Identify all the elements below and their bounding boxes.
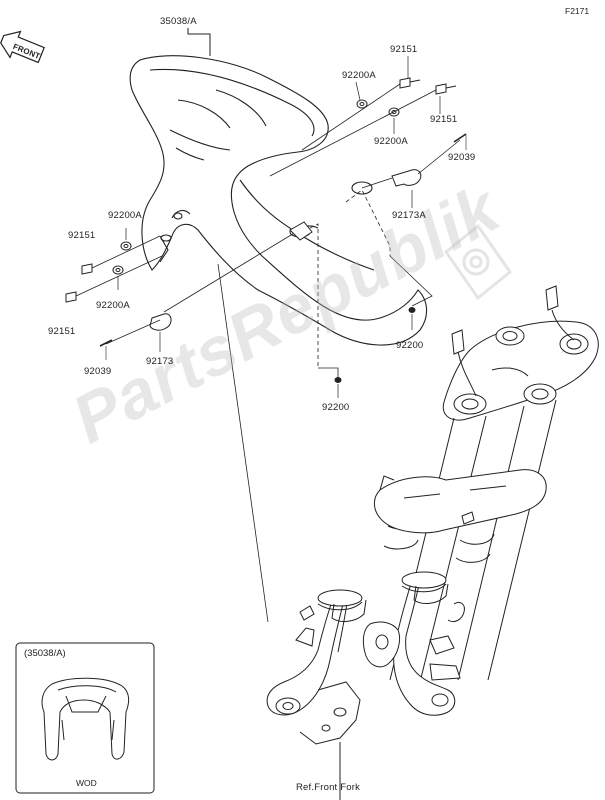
gear-icon <box>443 223 513 301</box>
clamp-icon <box>391 169 422 187</box>
part-label-92151[interactable]: 92151 <box>430 114 458 125</box>
part-label-92200a[interactable]: 92200A <box>342 70 376 81</box>
part-label-92200[interactable]: 92200 <box>322 402 350 413</box>
clip-icon <box>289 221 313 241</box>
part-label-92039[interactable]: 92039 <box>84 366 112 377</box>
washer-icon <box>120 241 132 251</box>
part-label-92200a[interactable]: 92200A <box>108 210 142 221</box>
washer-icon <box>112 265 124 275</box>
front-fork-icon <box>266 285 599 745</box>
clamp-icon <box>149 313 172 331</box>
part-label-92200a[interactable]: 92200A <box>374 136 408 147</box>
bolt-icon <box>65 291 77 303</box>
bolt-icon <box>435 83 457 95</box>
part-label-92200a[interactable]: 92200A <box>96 300 130 311</box>
front-arrow-icon <box>0 30 45 64</box>
part-label-35038a[interactable]: 35038/A <box>160 16 197 27</box>
part-label-92173a[interactable]: 92173A <box>392 210 426 221</box>
page-id: F2171 <box>565 6 590 16</box>
part-label-92151[interactable]: 92151 <box>48 326 76 337</box>
ref-front-fork-label: Ref.Front Fork <box>296 782 361 793</box>
pin-icon <box>99 339 113 347</box>
washer-icon <box>356 99 368 109</box>
inset-title: (35038/A) <box>24 648 66 659</box>
inset-box <box>15 642 155 794</box>
part-label-92151[interactable]: 92151 <box>390 44 418 55</box>
bolt-icon <box>81 263 93 275</box>
pin-icon <box>453 133 467 143</box>
part-label-92173[interactable]: 92173 <box>146 356 174 367</box>
inset-tag: WOD <box>76 778 97 788</box>
bolt-icon <box>399 77 421 89</box>
part-label-92151[interactable]: 92151 <box>68 230 96 241</box>
part-label-92200[interactable]: 92200 <box>396 340 424 351</box>
part-label-92039[interactable]: 92039 <box>448 152 476 163</box>
